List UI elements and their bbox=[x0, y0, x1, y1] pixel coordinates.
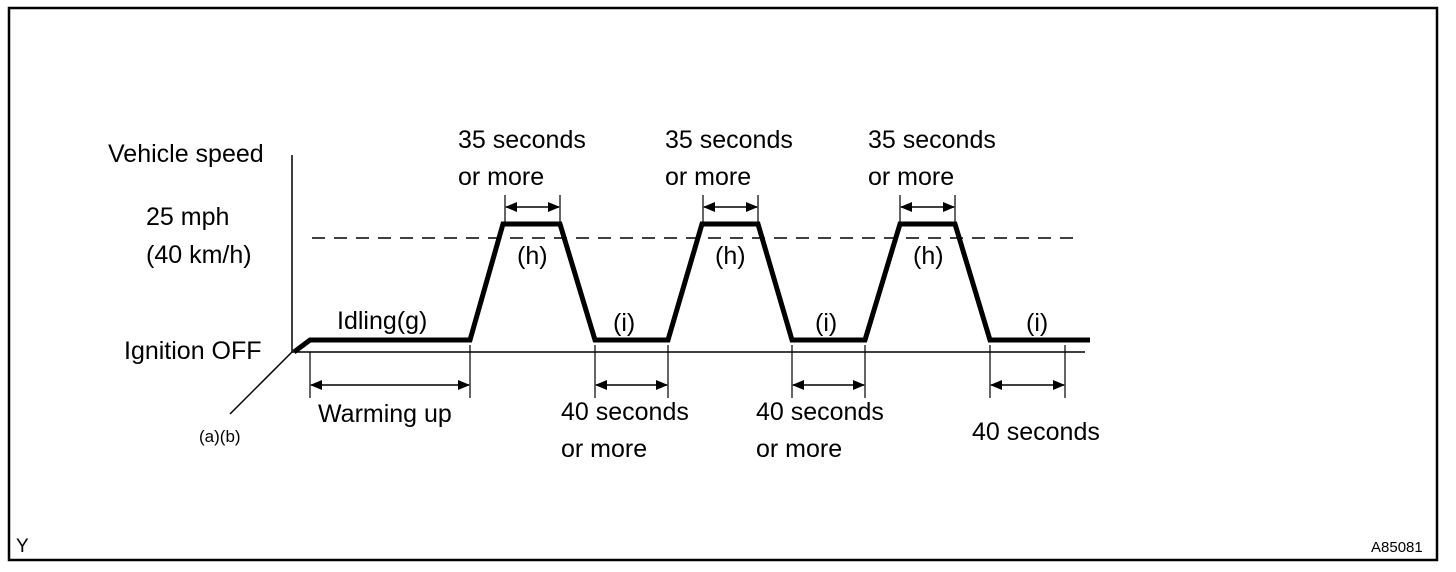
cruise-duration-ticks bbox=[504, 195, 956, 224]
cruise-duration-line2: or more bbox=[665, 163, 751, 191]
idle-duration-line2: or more bbox=[756, 435, 842, 463]
idle-phase-label: (i) bbox=[815, 309, 837, 337]
warming-up-label: Warming up bbox=[318, 400, 452, 428]
idle-duration-ticks bbox=[309, 345, 1066, 398]
speed-profile-line bbox=[292, 221, 1090, 354]
speed-label-kmh: (40 km/h) bbox=[146, 241, 252, 269]
figure-id: A85081 bbox=[1371, 539, 1423, 556]
cruise-duration-line1: 35 seconds bbox=[458, 126, 586, 154]
cruise-duration-line1: 35 seconds bbox=[665, 126, 793, 154]
final-duration-label: 40 seconds bbox=[972, 418, 1100, 446]
idle-duration-line2: or more bbox=[561, 435, 647, 463]
idling-label: Idling(g) bbox=[337, 307, 427, 335]
cruise-phase-label: (h) bbox=[517, 242, 548, 270]
y-axis-title: Vehicle speed bbox=[108, 140, 264, 168]
baseline-label: Ignition OFF bbox=[124, 337, 262, 365]
diagram-border bbox=[7, 6, 1439, 562]
idle-duration-line1: 40 seconds bbox=[756, 398, 884, 426]
cruise-duration-line2: or more bbox=[458, 163, 544, 191]
depth-axis bbox=[229, 351, 293, 415]
cruise-duration-line2: or more bbox=[868, 163, 954, 191]
cruise-duration-line1: 35 seconds bbox=[868, 126, 996, 154]
cruise-phase-label: (h) bbox=[913, 242, 944, 270]
speed-label-mph: 25 mph bbox=[146, 203, 229, 231]
cruise-phase-label: (h) bbox=[715, 242, 746, 270]
idle-phase-label: (i) bbox=[1026, 309, 1048, 337]
idle-phase-label: (i) bbox=[613, 309, 635, 337]
idle-duration-line1: 40 seconds bbox=[561, 398, 689, 426]
footer-left-code: Y bbox=[16, 536, 29, 557]
corner-label: (a)(b) bbox=[199, 427, 241, 446]
